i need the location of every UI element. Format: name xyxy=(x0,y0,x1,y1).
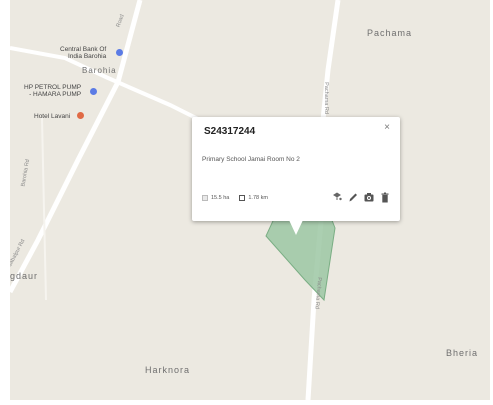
field-id-title: S24317244 xyxy=(204,126,256,137)
perimeter-value: 1.78 km xyxy=(248,195,268,201)
place-label-harknora: Harknora xyxy=(145,365,191,375)
field-info-popup: S24317244 × Primary School Jamai Room No… xyxy=(192,117,400,221)
paint-icon[interactable] xyxy=(332,192,342,203)
place-label-gdaur: gdaur xyxy=(10,271,39,281)
poi-bank-label-2: India Barohia xyxy=(67,53,107,60)
place-label-pachama: Pachama xyxy=(367,28,413,38)
upper-road xyxy=(10,46,211,127)
poi-hotel[interactable]: Hotel Lavani xyxy=(34,113,70,120)
perimeter-icon xyxy=(239,195,246,201)
field-stats: 15.5 ha 1.78 km xyxy=(202,195,268,201)
restaurant-icon[interactable] xyxy=(77,112,84,119)
minor-road xyxy=(41,117,47,301)
poi-bank[interactable]: Central Bank Of India Barohia xyxy=(60,46,106,60)
poi-bank-label-1: Central Bank Of xyxy=(60,46,107,53)
trash-icon[interactable] xyxy=(380,192,390,203)
pencil-icon[interactable] xyxy=(348,192,358,203)
poi-fuel[interactable]: HP PETROL PUMP - HAMARA PUMP xyxy=(24,84,81,98)
bank-icon[interactable] xyxy=(116,49,123,56)
field-description: Primary School Jamai Room No 2 xyxy=(202,156,300,163)
place-label-barohia: Barohia xyxy=(82,66,117,75)
map-view[interactable]: Pachama Barohia gdaur Harknora Bheria Ro… xyxy=(10,0,490,400)
area-value: 15.5 ha xyxy=(211,195,230,201)
popup-pointer xyxy=(289,220,303,235)
camera-icon[interactable] xyxy=(364,192,374,203)
place-label-bheria: Bheria xyxy=(446,348,479,358)
poi-fuel-label-2: - HAMARA PUMP xyxy=(29,91,82,98)
poi-hotel-label: Hotel Lavani xyxy=(34,113,71,120)
fuel-icon[interactable] xyxy=(90,88,97,95)
left-road xyxy=(10,0,143,294)
poi-fuel-label-1: HP PETROL PUMP xyxy=(24,84,82,91)
area-icon xyxy=(202,195,208,201)
popup-actions xyxy=(332,192,390,203)
close-icon[interactable]: × xyxy=(384,122,390,133)
road-label-pachama-top: Pachama Rd xyxy=(322,82,329,114)
